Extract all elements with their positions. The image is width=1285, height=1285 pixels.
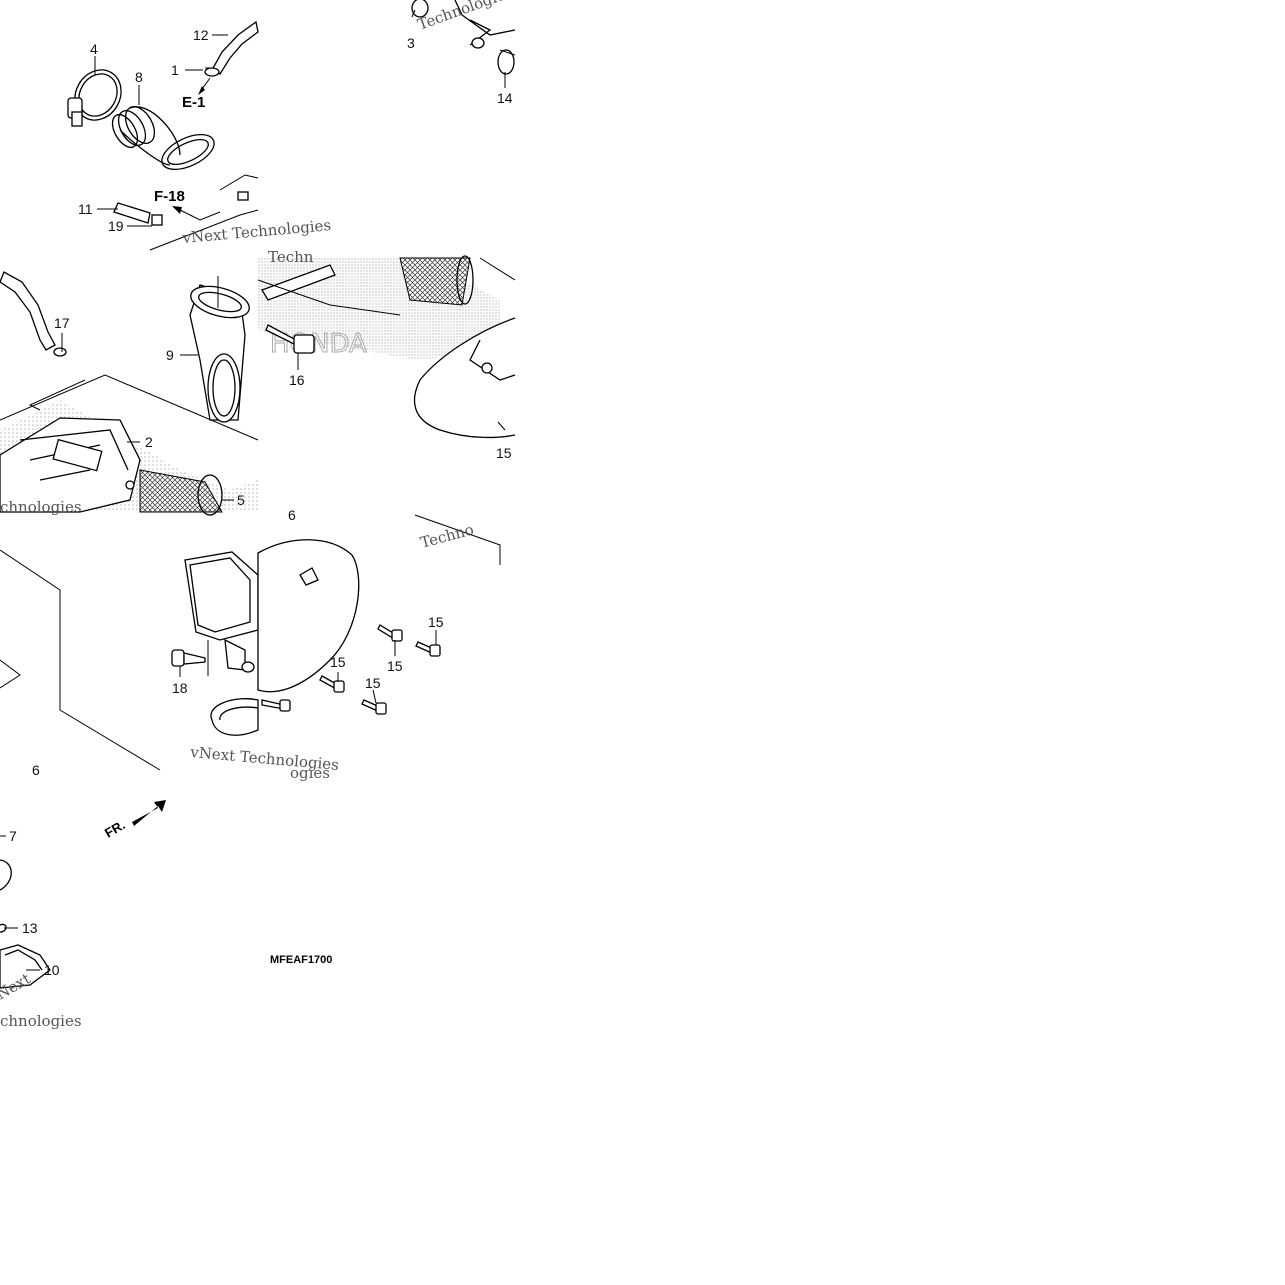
front-arrow: [132, 800, 166, 826]
outer-cover: [257, 539, 360, 693]
watermark-9: ogies: [290, 764, 330, 782]
tile-lower-parts: [0, 800, 166, 989]
brand-watermark: HONDA: [270, 329, 367, 359]
callout-15-d: 15: [387, 658, 403, 674]
callout-16: 16: [289, 372, 305, 388]
watermark-5: Techn: [268, 248, 314, 266]
tile-mount-top: [411, 0, 516, 75]
watermark-3: Technologies: [415, 0, 514, 34]
callout-4: 4: [90, 41, 98, 57]
callout-2: 2: [145, 434, 153, 450]
callout-6-b: 6: [32, 762, 40, 778]
callout-1: 1: [171, 62, 179, 78]
front-label: FR.: [102, 817, 128, 840]
side-cover: [413, 317, 516, 439]
callout-14: 14: [497, 90, 513, 106]
callout-15-e: 15: [365, 675, 381, 691]
callout-17: 17: [54, 315, 70, 331]
intake-funnel: [111, 106, 215, 170]
watermark-8: chnologies: [0, 498, 82, 516]
callout-3: 3: [407, 35, 415, 51]
callout-8: 8: [135, 69, 143, 85]
callout-11: 11: [78, 201, 93, 217]
filter-holder: [0, 944, 51, 989]
tile-air-box: [0, 271, 259, 516]
tile-intake-funnel: [67, 20, 259, 251]
breather-hose: [211, 20, 259, 75]
hose-clip: [204, 67, 220, 77]
leader-lines: [0, 9, 506, 971]
callout-15-c: 15: [330, 654, 346, 670]
callout-13: 13: [22, 920, 38, 936]
watermarks: vNext Technologies vNext Technologies Te…: [0, 0, 515, 1030]
callouts: 12 4 1 8 11 19 3 14 17 9 2 5 16 15 6 15 …: [9, 27, 513, 978]
watermark-7: chnologies: [0, 1012, 82, 1030]
air-filter-element: [139, 469, 223, 516]
seal-ring: [0, 859, 12, 891]
callout-15-b: 15: [428, 614, 444, 630]
rubber-mount: [411, 0, 429, 18]
ref-f18: F-18: [154, 188, 185, 205]
callout-19: 19: [108, 218, 124, 234]
watermark-1: vNext Technologies: [181, 216, 332, 247]
vent-hose: [0, 271, 56, 351]
ref-e1: E-1: [182, 94, 205, 111]
tile-cover-screws: [257, 514, 501, 715]
watermark-4: Techno: [418, 520, 475, 551]
callout-12: 12: [193, 27, 209, 43]
callout-10: 10: [44, 962, 60, 978]
tapping-screw: [171, 649, 206, 667]
tile-cover-honda: HONDA: [257, 255, 516, 439]
mounting-bolt: [265, 324, 315, 354]
drawing-code: MFEAF1700: [270, 954, 332, 966]
tile-case-outline: [0, 549, 259, 771]
callout-7: 7: [9, 828, 17, 844]
clip-part: [0, 923, 7, 933]
callout-15-a: 15: [496, 445, 512, 461]
small-clip: [151, 214, 163, 226]
callout-6-a: 6: [288, 507, 296, 523]
callout-9: 9: [166, 347, 174, 363]
callout-5: 5: [237, 492, 245, 508]
intake-duct: [184, 551, 259, 671]
hose-clamp: [74, 69, 122, 121]
callout-18: 18: [172, 680, 188, 696]
cover-gasket: [210, 698, 259, 736]
connecting-tube: [189, 284, 250, 423]
cover-screws: [261, 624, 441, 715]
grommet: [497, 49, 515, 75]
